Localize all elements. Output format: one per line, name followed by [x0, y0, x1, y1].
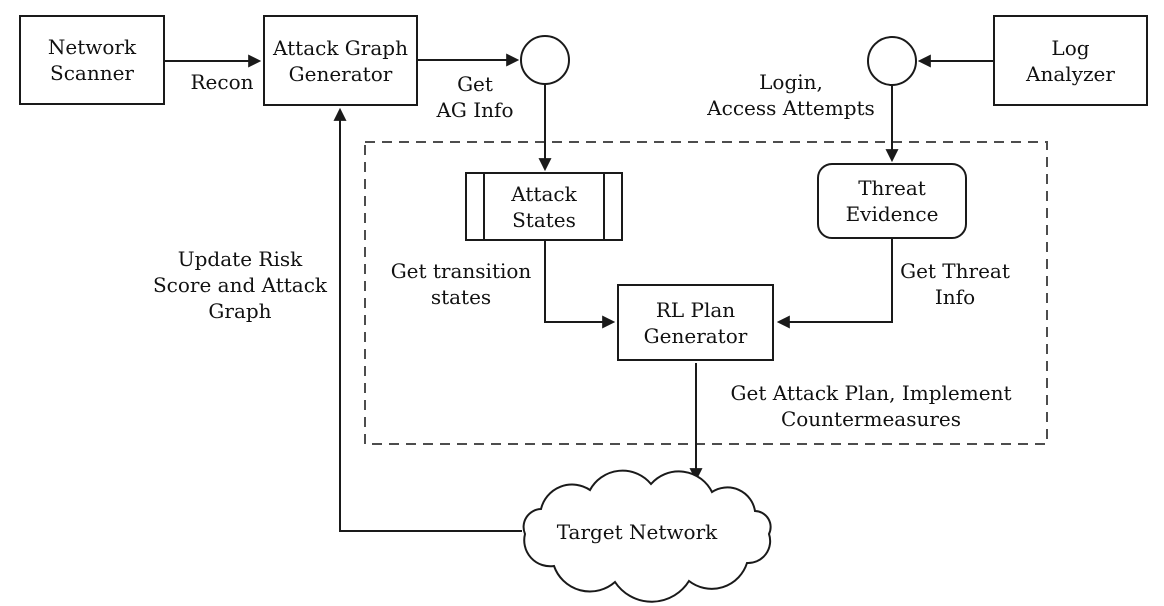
edge-label-get-transition-states: Get transition states [390, 259, 532, 309]
attack-states-node: Attack States [465, 172, 623, 241]
dashed-container [364, 141, 1048, 445]
attack-graph-generator-node: Attack Graph Generator [263, 15, 418, 106]
target-network-label: Target Network [556, 520, 718, 544]
junction-circle-right [867, 36, 917, 86]
network-scanner-label: Network Scanner [47, 35, 137, 85]
edge-label-update-risk: Update Risk Score and Attack Graph [152, 247, 328, 323]
edge-label-get-attack-plan: Get Attack Plan, Implement Countermeasur… [730, 381, 1012, 431]
attack-states-side-bar-right [603, 174, 605, 239]
attack-graph-generator-label: Attack Graph Generator [273, 35, 408, 86]
rl-plan-generator-label: RL Plan Generator [643, 297, 748, 348]
edge-threat-evidence-to-rl-arrow [776, 239, 893, 329]
edge-label-get-ag-info: Get AG Info [436, 72, 514, 122]
edge-label-login-access-attempts: Login, Access Attempts [707, 70, 875, 120]
threat-evidence-node: Threat Evidence [817, 163, 967, 239]
edge-attack-states-to-rl-arrow [544, 241, 616, 329]
target-network-cloud [522, 469, 772, 603]
rl-plan-generator-node: RL Plan Generator [617, 284, 774, 361]
network-scanner-node: Network Scanner [19, 15, 165, 105]
edge-feedback-to-attack-graph-arrow [333, 107, 522, 532]
edge-label-recon: Recon [190, 70, 254, 94]
edge-label-get-threat-info: Get Threat Info [900, 259, 1010, 309]
junction-circle-left [520, 35, 570, 85]
attack-states-label: Attack States [511, 181, 577, 232]
log-analyzer-node: Log Analyzer [993, 15, 1148, 106]
log-analyzer-label: Log Analyzer [1026, 35, 1115, 86]
threat-evidence-label: Threat Evidence [845, 176, 939, 226]
attack-states-side-bar-left [483, 174, 485, 239]
